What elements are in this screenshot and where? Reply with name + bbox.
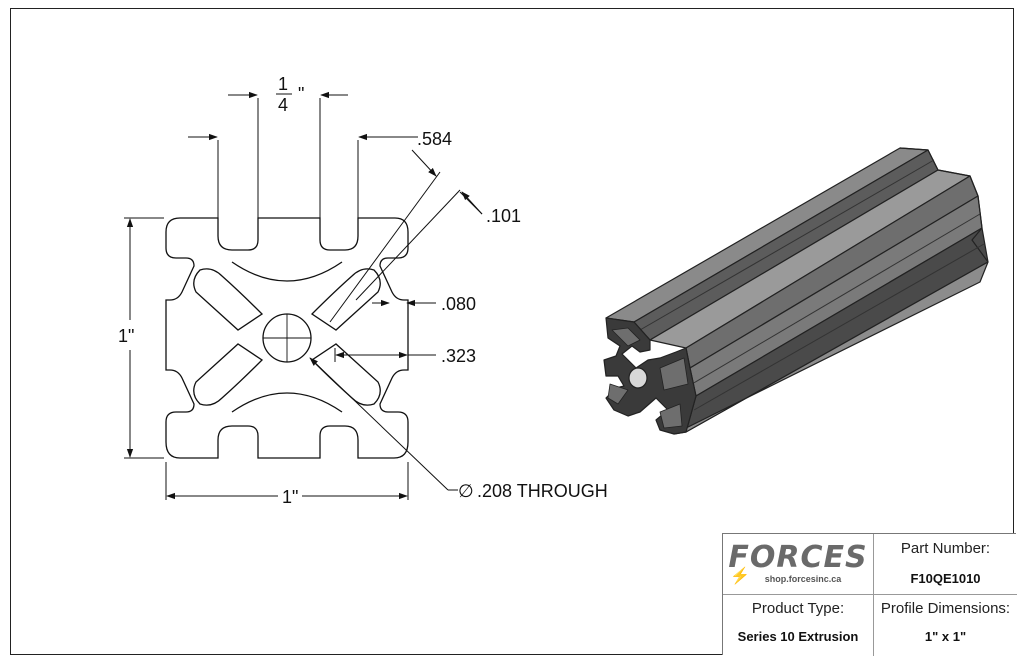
height-label: 1" [118, 326, 134, 346]
title-block: FORCES ⚡ shop.forcesinc.ca Part Number: … [722, 533, 1017, 656]
slot-depth-label: .584 [417, 129, 452, 149]
slot-width-denominator: 4 [278, 95, 288, 115]
logo-text: FORCES [728, 540, 868, 575]
dimension-lines [124, 91, 483, 500]
profile-dimensions-value: 1" x 1" [924, 629, 967, 644]
extrusion-isometric-view [603, 147, 989, 435]
logo-url: shop.forcesinc.ca [764, 574, 842, 584]
product-type-value: Series 10 Extrusion [737, 629, 859, 644]
title-block-divider-vertical [873, 534, 874, 656]
part-number-value: F10QE1010 [910, 571, 981, 586]
product-type-label: Product Type: [751, 600, 845, 617]
part-number-label: Part Number: [900, 540, 991, 557]
lip-thickness-label: .080 [441, 294, 476, 314]
diameter-symbol: ∅ [458, 481, 474, 501]
slot-width-numerator: 1 [278, 74, 288, 94]
core-offset-label: .323 [441, 346, 476, 366]
profile-outline [165, 217, 409, 459]
wall-thickness-label: .101 [486, 206, 521, 226]
through-hole-label: .208 THROUGH [477, 481, 608, 501]
profile-dimensions-label: Profile Dimensions: [880, 600, 1011, 617]
width-label: 1" [282, 487, 298, 507]
drawing-frame [10, 8, 1014, 655]
slot-width-unit: " [298, 84, 304, 104]
title-block-divider-horizontal [723, 594, 1017, 595]
lightning-bolt-icon: ⚡ [730, 568, 750, 585]
